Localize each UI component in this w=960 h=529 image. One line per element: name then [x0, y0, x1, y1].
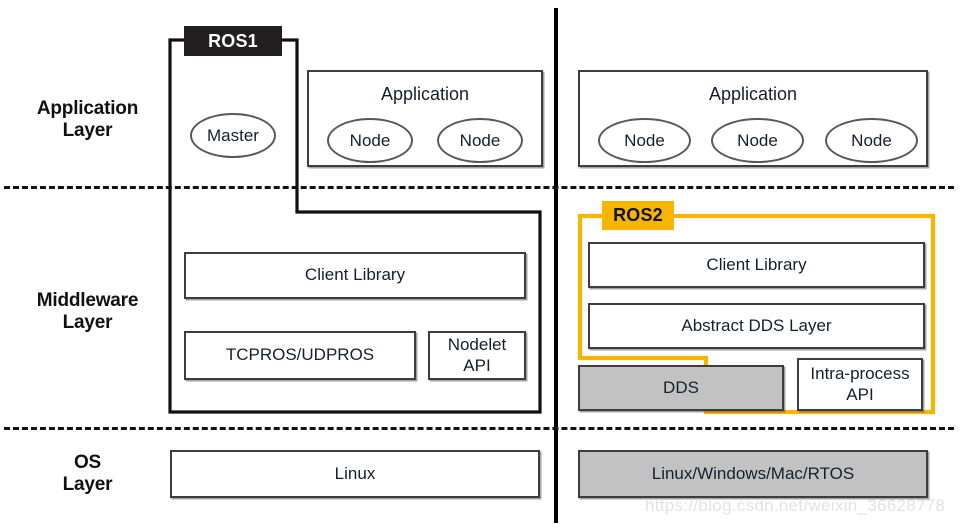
ros1-tag-label: ROS1 — [208, 30, 258, 51]
ros2-intra-process-line1: Intra-process — [810, 364, 910, 384]
ros2-tag-label: ROS2 — [613, 205, 663, 225]
layer-label-os-line1: OS — [73, 452, 102, 473]
ros1-nodelet-api-box: Nodelet API — [428, 331, 526, 380]
ros1-os-box: Linux — [170, 450, 540, 498]
ros1-node-1-label: Node — [349, 130, 391, 150]
ros1-nodelet-api-line1: Nodelet — [447, 335, 507, 355]
ros1-client-library-box: Client Library — [184, 252, 526, 299]
separator-middleware-os — [4, 427, 954, 430]
ros2-node-1: Node — [598, 118, 691, 163]
ros1-os-label: Linux — [334, 463, 376, 483]
ros2-client-library-box: Client Library — [588, 242, 925, 288]
ros2-application-group-title: Application — [708, 84, 798, 104]
ros1-transport-label: TCPROS/UDPROS — [225, 345, 375, 365]
ros2-node-3-label: Node — [851, 130, 892, 150]
ros2-dds-box: DDS — [578, 365, 784, 411]
ros2-node-2: Node — [711, 118, 804, 163]
ros1-tag: ROS1 — [184, 26, 282, 56]
ros1-transport-box: TCPROS/UDPROS — [184, 331, 416, 380]
layer-label-middleware: Middleware Layer — [10, 290, 165, 335]
ros2-abstract-dds-label: Abstract DDS Layer — [681, 315, 832, 335]
layer-label-middleware-line1: Middleware — [36, 290, 139, 311]
ros1-client-library-label: Client Library — [304, 265, 406, 285]
watermark-url: https://blog.csdn.net/weixin_36628778 — [645, 496, 946, 515]
ros2-intra-process-line2: API — [846, 384, 874, 404]
separator-application-middleware — [4, 186, 954, 189]
ros2-node-3: Node — [825, 118, 918, 163]
ros1-node-2: Node — [437, 118, 523, 163]
ros2-intra-process-api-box: Intra-process API — [797, 358, 923, 411]
ros2-node-2-label: Node — [737, 130, 778, 150]
ros2-client-library-label: Client Library — [706, 254, 807, 274]
layer-label-application-line2: Layer — [62, 120, 113, 142]
ros2-node-1-label: Node — [624, 130, 665, 150]
ros2-tag: ROS2 — [602, 201, 674, 230]
ros2-abstract-dds-box: Abstract DDS Layer — [588, 303, 925, 349]
ros1-node-1: Node — [327, 118, 413, 163]
ros2-os-label: Linux/Windows/Mac/RTOS — [651, 463, 855, 483]
layer-label-os: OS Layer — [10, 452, 165, 497]
ros1-master-node: Master — [190, 113, 276, 158]
ros1-master-label: Master — [207, 125, 259, 145]
ros1-ros2-divider — [554, 8, 558, 523]
ros2-dds-label: DDS — [663, 377, 699, 397]
ros1-node-2-label: Node — [459, 130, 501, 150]
layer-label-middleware-line2: Layer — [62, 312, 113, 334]
layer-label-application: Application Layer — [10, 98, 165, 143]
layer-label-application-line1: Application — [36, 98, 139, 119]
ros1-nodelet-api-line2: API — [463, 355, 491, 375]
ros2-os-box: Linux/Windows/Mac/RTOS — [578, 450, 928, 498]
ros1-application-group: Application Node Node — [307, 70, 543, 167]
ros2-application-group: Application Node Node Node — [578, 70, 928, 167]
layer-label-os-line2: Layer — [62, 474, 113, 496]
ros1-application-group-title: Application — [380, 84, 470, 104]
